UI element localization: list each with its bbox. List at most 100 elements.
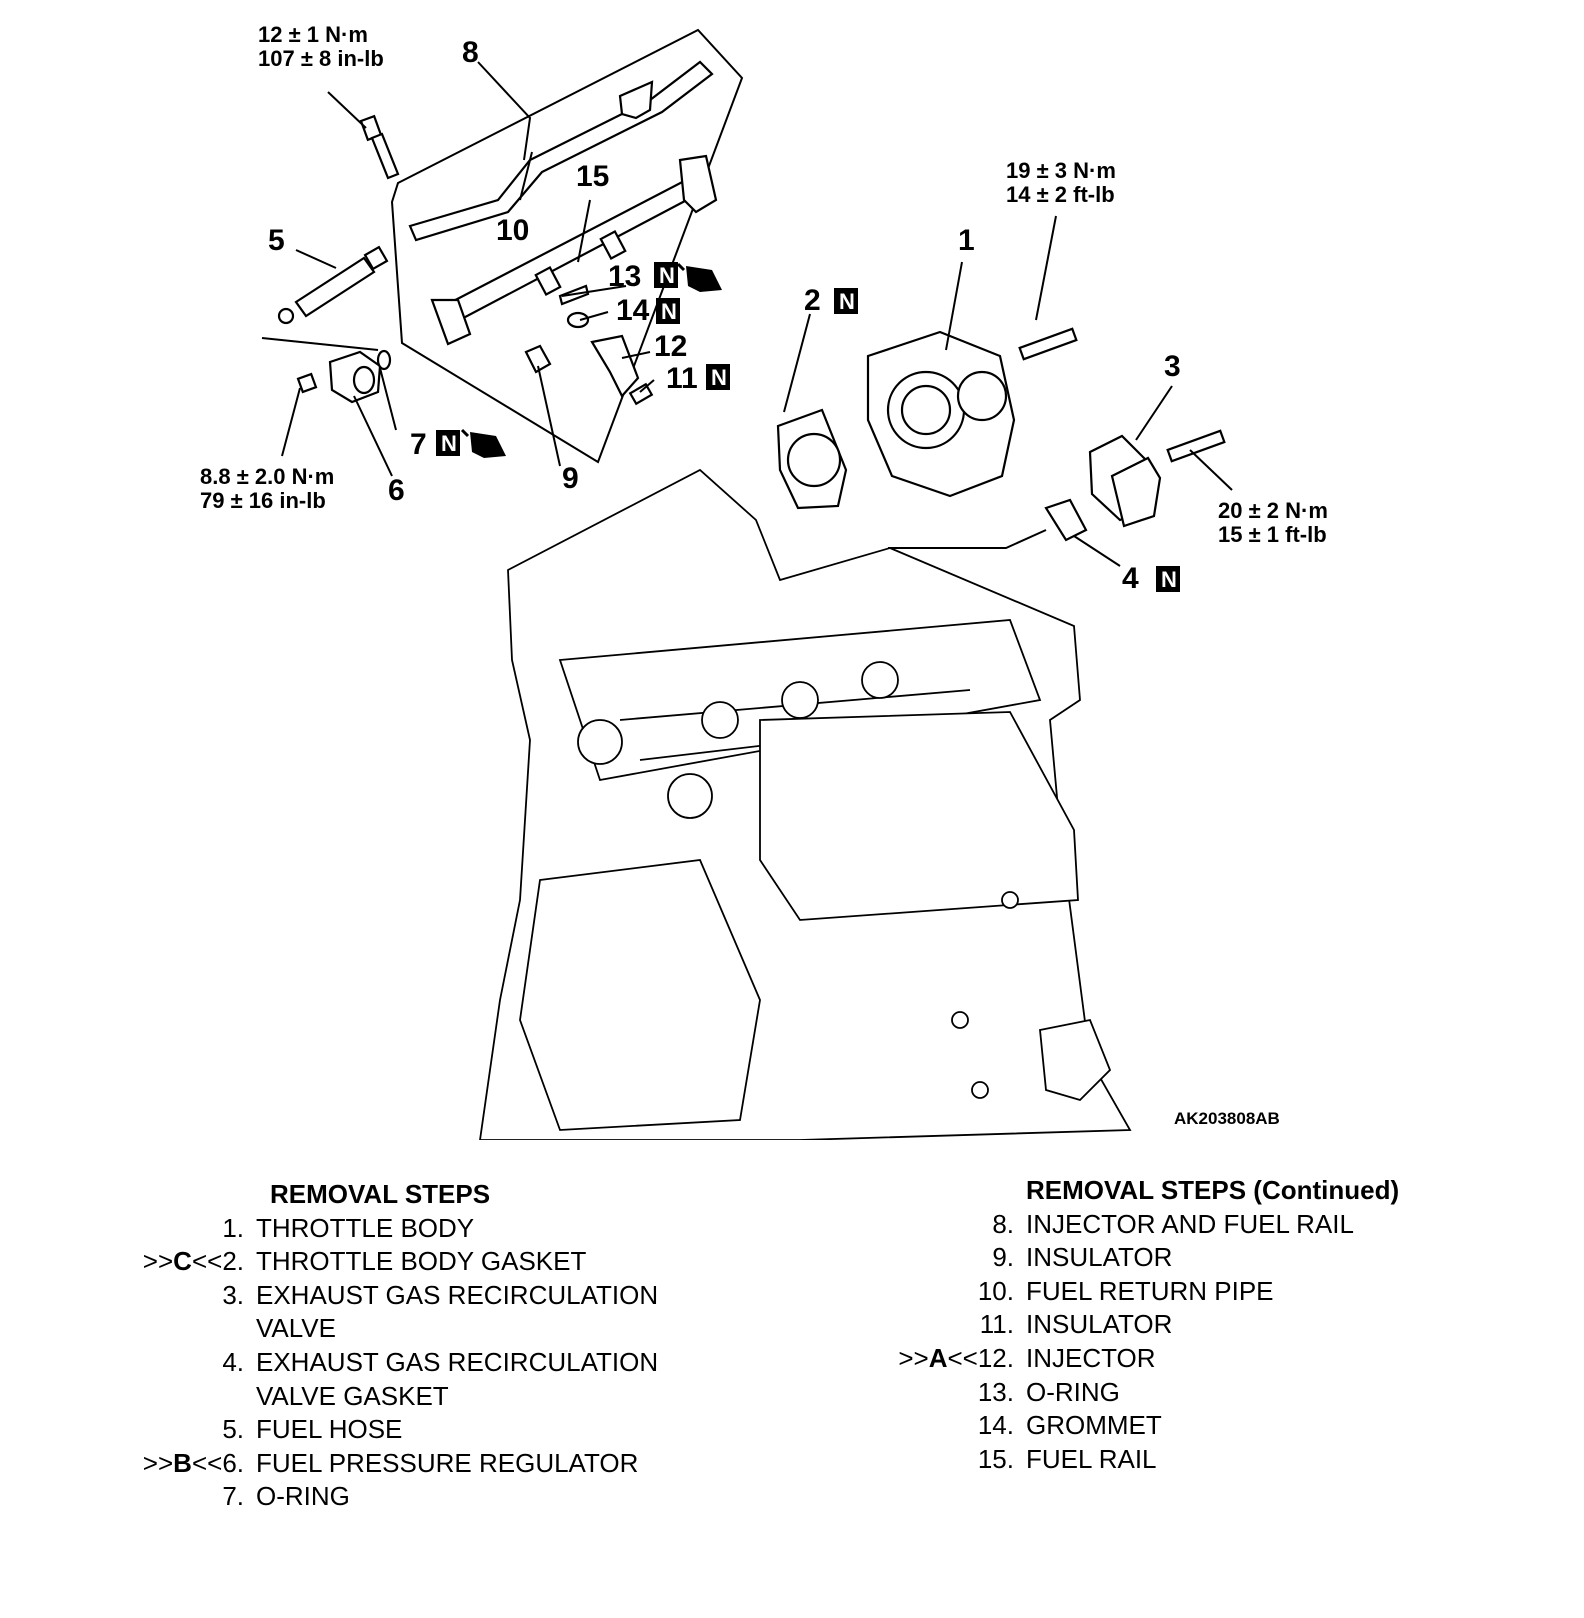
callout-12: 12: [654, 330, 687, 363]
removal-step-row: 7.O-RING: [118, 1480, 658, 1514]
step-text: INSULATOR: [1026, 1242, 1173, 1273]
fuel-rail: [430, 154, 718, 346]
removal-step-row: 14. GROMMET: [878, 1409, 1399, 1443]
step-text: THROTTLE BODY GASKET: [256, 1246, 587, 1277]
step-number: 15.: [977, 1443, 1014, 1474]
removal-steps-right: REMOVAL STEPS (Continued) 8. INJECTOR AND…: [878, 1174, 1399, 1476]
step-reference-mark: B: [173, 1447, 192, 1478]
callout-10: 10: [496, 214, 529, 247]
svg-text:N: N: [1161, 567, 1177, 592]
new-part-icon-14: N: [656, 298, 680, 324]
callout-13: 13: [608, 260, 641, 293]
step-number: 8.: [992, 1208, 1014, 1239]
callout-7: 7: [410, 428, 427, 461]
step-reference-mark: C: [173, 1246, 192, 1277]
torque-regulator-line2: 79 ± 16 in-lb: [200, 488, 326, 513]
callout-14: 14: [616, 294, 650, 327]
new-part-icon-2: N: [834, 288, 858, 314]
callout-5: 5: [268, 224, 285, 257]
leader-lines: [281, 61, 1233, 567]
step-text: FUEL RAIL: [1026, 1443, 1157, 1474]
callout-11: 11: [666, 362, 698, 395]
removal-step-row: 9. INSULATOR: [878, 1241, 1399, 1275]
step-number: 3.: [222, 1279, 244, 1310]
torque-bolt-top-line1: 12 ± 1 N·m: [258, 22, 368, 47]
rail-mounting-bolt: [359, 114, 400, 180]
step-number: 5.: [222, 1414, 244, 1445]
engine-cylinder-head: [479, 468, 1132, 1140]
torque-egr-line2: 15 ± 1 ft-lb: [1218, 522, 1327, 547]
throttle-body-gasket: [776, 408, 848, 510]
lubricate-icon-7: [460, 428, 506, 458]
torque-bolt-top-line2: 107 ± 8 in-lb: [258, 46, 384, 71]
step-text: FUEL HOSE: [256, 1414, 403, 1445]
step-number: 11.: [979, 1309, 1014, 1340]
step-text: INJECTOR AND FUEL RAIL: [1026, 1208, 1354, 1239]
step-text: FUEL PRESSURE REGULATOR: [256, 1447, 639, 1478]
step-number: >>C<<2.: [142, 1246, 244, 1277]
step-number: 1.: [222, 1212, 244, 1243]
torque-regulator-line1: 8.8 ± 2.0 N·m: [200, 464, 334, 489]
callout-6: 6: [388, 474, 405, 507]
removal-step-row: >>A<<12. INJECTOR: [878, 1342, 1399, 1376]
removal-step-row: 4. EXHAUST GAS RECIRCULATION VALVE GASKET: [118, 1346, 658, 1413]
torque-throttle-line2: 14 ± 2 ft-lb: [1006, 182, 1115, 207]
new-part-icon-7: N: [436, 430, 460, 456]
step-reference-mark: A: [928, 1342, 948, 1373]
removal-step-row: 1. THROTTLE BODY: [118, 1212, 658, 1246]
injector-assembly: [524, 284, 654, 406]
removal-step-row: 5. FUEL HOSE: [118, 1413, 658, 1447]
step-text: THROTTLE BODY: [256, 1212, 475, 1243]
step-number: >>A<<12.: [898, 1342, 1014, 1373]
svg-text:N: N: [711, 365, 727, 390]
svg-text:N: N: [839, 289, 855, 314]
step-number: 13.: [977, 1376, 1014, 1407]
removal-step-row: 8. INJECTOR AND FUEL RAIL: [878, 1208, 1399, 1242]
callout-2: 2: [804, 284, 821, 317]
lubricate-icon-13: [676, 262, 722, 292]
step-number: 4.: [222, 1346, 244, 1377]
removal-steps-title-continued: REMOVAL STEPS (Continued): [1026, 1175, 1400, 1205]
figure-reference-code: AK203808AB: [1174, 1109, 1280, 1128]
torque-egr-line1: 20 ± 2 N·m: [1218, 498, 1328, 523]
step-number: 14.: [977, 1410, 1014, 1441]
exploded-parts-diagram: 1 2 3 4 5 6 7 8 9 10 11 12 13 14 15 N N …: [200, 22, 1328, 1140]
rail-assembly-outline: [390, 28, 744, 464]
fuel-pressure-regulator: [296, 349, 392, 404]
step-text: O-RING: [1026, 1376, 1120, 1407]
step-number: >>B<<6.: [142, 1447, 244, 1478]
step-text: GROMMET: [1026, 1410, 1162, 1441]
removal-step-row: 13. O-RING: [878, 1376, 1399, 1410]
fuel-return-pipe: [408, 60, 714, 242]
removal-step-row: 11. INSULATOR: [878, 1308, 1399, 1342]
callout-4: 4: [1122, 562, 1139, 595]
step-text: INJECTOR: [1026, 1342, 1156, 1373]
new-part-icon-13: N: [654, 262, 678, 288]
svg-text:N: N: [659, 263, 675, 288]
step-number: 10.: [977, 1275, 1014, 1306]
step-number: 7.: [222, 1481, 244, 1512]
egr-valve: [1044, 429, 1226, 542]
step-text: INSULATOR: [1026, 1309, 1173, 1340]
throttle-body: [866, 327, 1078, 498]
removal-step-row: >>B<<6. FUEL PRESSURE REGULATOR: [118, 1447, 658, 1481]
removal-steps-left: REMOVAL STEPS 1. THROTTLE BODY >>C<<2. THRO…: [118, 1178, 658, 1514]
torque-throttle-line1: 19 ± 3 N·m: [1006, 158, 1116, 183]
removal-step-row: 15. FUEL RAIL: [878, 1443, 1399, 1477]
svg-text:N: N: [661, 299, 677, 324]
step-text: EXHAUST GAS RECIRCULATION VALVE: [256, 1279, 659, 1344]
step-text: EXHAUST GAS RECIRCULATION VALVE GASKET: [256, 1346, 659, 1411]
new-part-icon-4: N: [1156, 566, 1180, 592]
removal-step-row: 3. EXHAUST GAS RECIRCULATION VALVE: [118, 1279, 658, 1346]
callout-15: 15: [576, 160, 609, 193]
svg-text:N: N: [441, 431, 457, 456]
step-number: 9.: [992, 1242, 1014, 1273]
new-part-icon-11: N: [706, 364, 730, 390]
fuel-hose: [277, 245, 389, 325]
removal-steps-title: REMOVAL STEPS: [270, 1179, 491, 1209]
removal-step-row: >>C<<2. THROTTLE BODY GASKET: [118, 1245, 658, 1279]
callout-8: 8: [462, 36, 479, 69]
callout-1: 1: [958, 224, 975, 257]
step-text: FUEL RETURN PIPE: [1026, 1275, 1274, 1306]
callout-9: 9: [562, 462, 579, 495]
